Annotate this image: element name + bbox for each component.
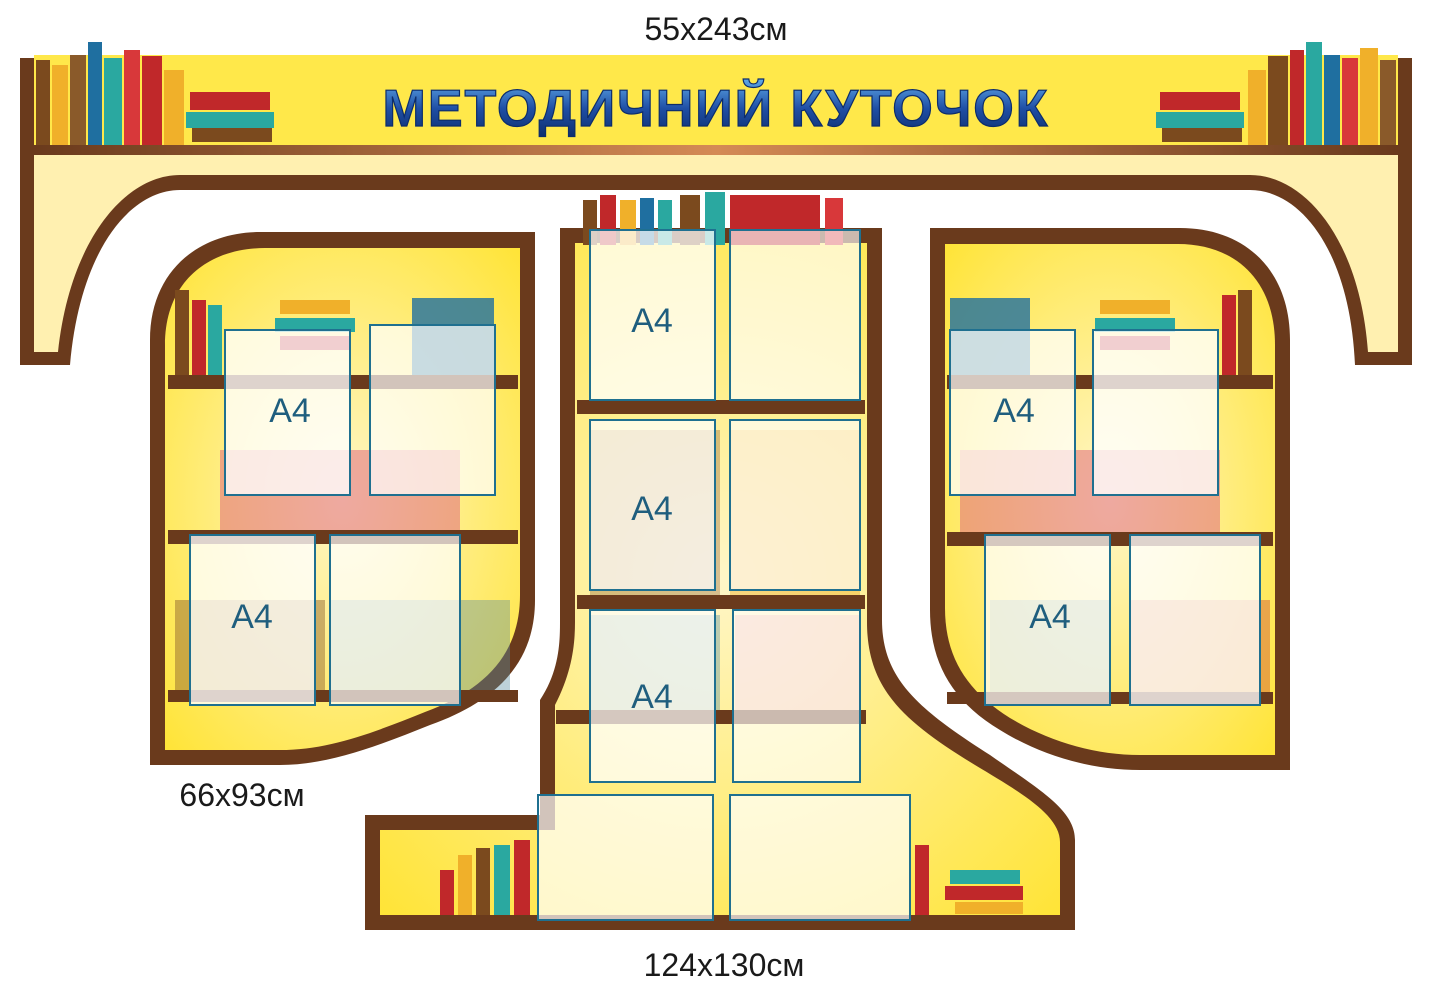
pocket-a4[interactable] bbox=[589, 609, 716, 783]
right-pockets: А4 А4 bbox=[949, 329, 1261, 706]
pocket-label: А4 bbox=[631, 302, 673, 340]
left-pockets: А4 А4 bbox=[189, 324, 496, 706]
dimension-side-label: 66x93см bbox=[179, 777, 304, 813]
pocket-a4[interactable] bbox=[224, 329, 351, 496]
pocket-label: А4 bbox=[631, 490, 673, 528]
pocket-label: А4 bbox=[631, 678, 673, 716]
pocket-label: А4 bbox=[1029, 598, 1071, 636]
pocket-a4[interactable] bbox=[589, 419, 716, 591]
pocket-label: А4 bbox=[269, 392, 311, 430]
pocket-a4[interactable] bbox=[984, 534, 1111, 706]
page-title: МЕТОДИЧНИЙ КУТОЧОК bbox=[383, 79, 1050, 138]
dimension-top-label: 55x243см bbox=[645, 11, 788, 47]
pocket-a4[interactable] bbox=[732, 609, 861, 783]
pocket-a4[interactable] bbox=[949, 329, 1076, 496]
pocket-label: А4 bbox=[993, 392, 1035, 430]
pocket-a4[interactable] bbox=[1092, 329, 1219, 496]
header-books-right bbox=[1156, 42, 1396, 145]
pocket-label: А4 bbox=[231, 598, 273, 636]
pocket-a4[interactable] bbox=[1129, 534, 1261, 706]
pocket-a4[interactable] bbox=[537, 794, 714, 921]
pocket-a4[interactable] bbox=[589, 229, 716, 401]
header-books-left bbox=[36, 42, 274, 145]
pocket-a4[interactable] bbox=[729, 419, 861, 591]
dimension-center-label: 124x130см bbox=[644, 947, 805, 983]
pocket-a4[interactable] bbox=[189, 534, 316, 706]
pocket-a4[interactable] bbox=[369, 324, 496, 496]
pocket-a4[interactable] bbox=[729, 794, 911, 921]
center-pockets: А4 А4 А4 bbox=[537, 229, 911, 921]
pocket-a4[interactable] bbox=[329, 534, 461, 706]
pocket-a4[interactable] bbox=[729, 229, 861, 401]
